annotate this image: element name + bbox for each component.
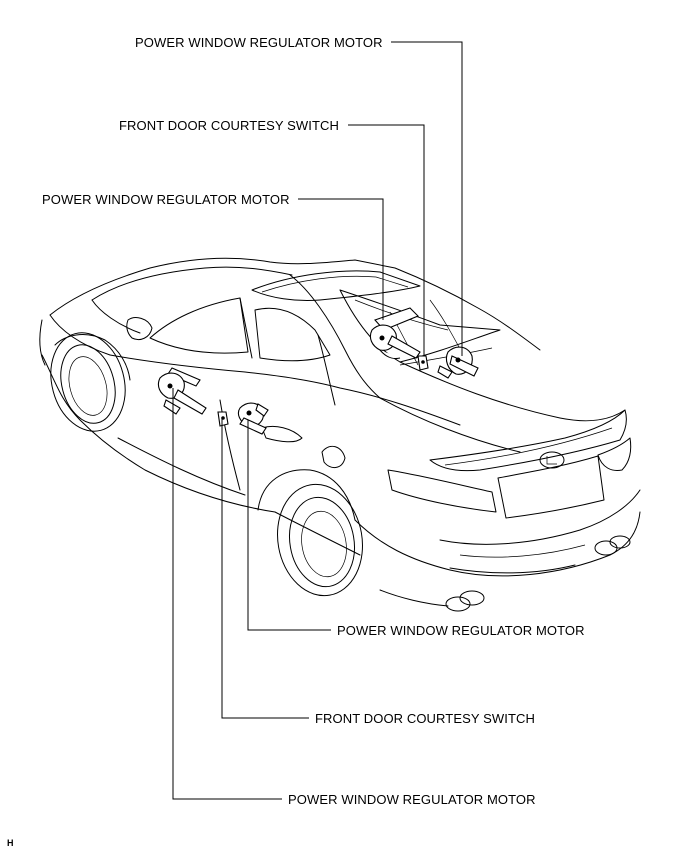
label-regulator-motor-mid: POWER WINDOW REGULATOR MOTOR bbox=[42, 192, 290, 207]
label-regulator-motor-front-door: POWER WINDOW REGULATOR MOTOR bbox=[288, 792, 536, 807]
rear-regulator-motor-left-part bbox=[369, 307, 421, 360]
rear-regulator-motor-right-part bbox=[437, 346, 479, 379]
label-regulator-motor-top: POWER WINDOW REGULATOR MOTOR bbox=[135, 35, 383, 50]
front-door-regulator-part bbox=[157, 367, 207, 415]
car-body-outline bbox=[39, 257, 641, 612]
label-courtesy-switch-rear: FRONT DOOR COURTESY SWITCH bbox=[119, 118, 340, 133]
front-courtesy-switch-part bbox=[217, 411, 229, 427]
leader-lines bbox=[172, 41, 463, 800]
rear-door-regulator-part bbox=[237, 402, 269, 435]
label-courtesy-switch-front: FRONT DOOR COURTESY SWITCH bbox=[315, 711, 536, 726]
rear-courtesy-switch-part bbox=[417, 355, 429, 371]
label-regulator-motor-rear-door: POWER WINDOW REGULATOR MOTOR bbox=[337, 623, 585, 638]
figure-code: H bbox=[7, 838, 14, 848]
